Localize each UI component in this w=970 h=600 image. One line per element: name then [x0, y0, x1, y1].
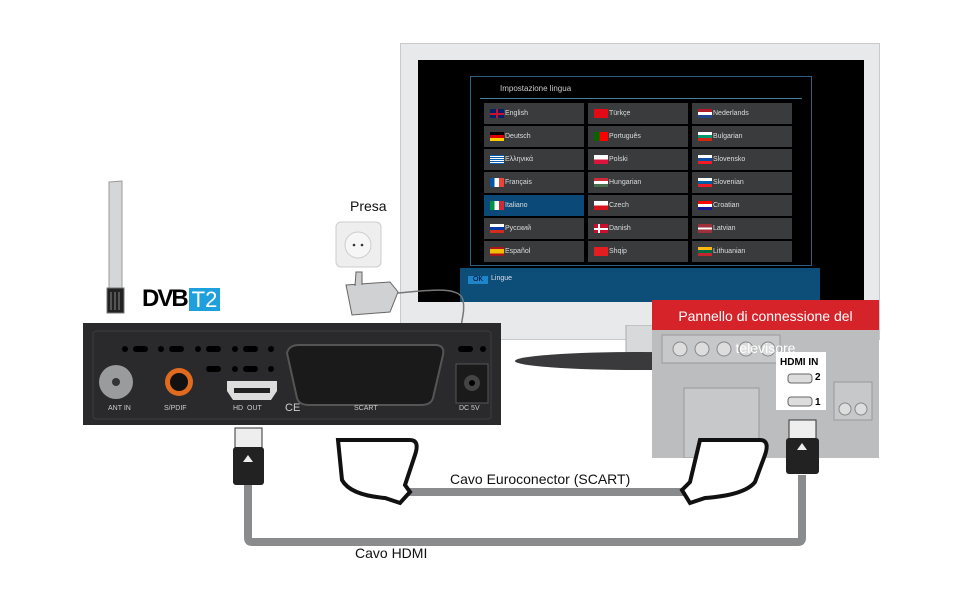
language-option[interactable]: Latvian [692, 218, 792, 239]
language-option[interactable]: Bulgarian [692, 126, 792, 147]
language-option[interactable]: Русский [484, 218, 584, 239]
flag-bg-icon [698, 132, 712, 141]
flag-lt-icon [698, 247, 712, 256]
language-label: Türkçe [609, 110, 631, 117]
flag-cz-icon [594, 201, 608, 210]
flag-it-icon [490, 201, 504, 210]
ce-mark: CE [285, 402, 301, 414]
scart-port [285, 344, 445, 406]
port-label-ant-in: ANT IN [108, 405, 131, 412]
language-option[interactable]: English [484, 103, 584, 124]
hdmi-in-1-port [787, 396, 813, 407]
language-label: English [505, 110, 528, 117]
flag-hr-icon [698, 201, 712, 210]
hdmi-cable [244, 475, 806, 546]
flag-hu-icon [594, 178, 608, 187]
receiver-ports [92, 330, 492, 420]
port-label-dc: DC 5V [459, 405, 480, 412]
language-label: Lithuanian [713, 248, 746, 255]
language-label: Polski [609, 156, 628, 163]
language-option[interactable]: Czech [588, 195, 688, 216]
flag-si-icon [698, 178, 712, 187]
hdmi-plug-right [788, 419, 817, 441]
hdmi-in-2-port [787, 373, 813, 384]
flag-de-icon [490, 132, 504, 141]
language-option[interactable]: Türkçe [588, 103, 688, 124]
language-label: Русский [505, 225, 531, 232]
hdmi-in-label: HDMI IN [780, 357, 819, 368]
language-option[interactable]: Italiano [484, 195, 584, 216]
flag-es-icon [490, 247, 504, 256]
ok-key: OK [468, 276, 488, 284]
language-option[interactable]: Français [484, 172, 584, 193]
language-label: Español [505, 248, 531, 255]
language-label: Czech [609, 202, 629, 209]
language-label: Français [505, 179, 532, 186]
socket-label: Presa [350, 198, 387, 214]
language-option[interactable]: Hungarian [588, 172, 688, 193]
language-label: Slovenian [713, 179, 744, 186]
language-option[interactable]: Slovenian [692, 172, 792, 193]
dvb-t2-logo: DVB T2 [142, 285, 221, 312]
language-option[interactable]: Lithuanian [692, 241, 792, 262]
menu-divider [480, 98, 802, 99]
flag-gr-icon [490, 155, 504, 164]
flag-tr-icon [594, 109, 608, 118]
ok-label: Lingue [491, 275, 513, 282]
flag-fr-icon [490, 178, 504, 187]
language-label: Italiano [505, 202, 528, 209]
flag-pl-icon [594, 155, 608, 164]
port-label-scart: SCART [354, 405, 378, 412]
language-option[interactable]: Slovensko [692, 149, 792, 170]
menu-footer [460, 268, 820, 302]
language-option[interactable]: Polski [588, 149, 688, 170]
language-option[interactable]: Português [588, 126, 688, 147]
hdmi-port-1-label: 1 [815, 397, 821, 408]
port-label-hd-out: HD OUT [233, 405, 262, 412]
port-label-spdif: S/PDIF [164, 405, 187, 412]
language-label: Português [609, 133, 641, 140]
hdmi-cable-label: Cavo HDMI [355, 545, 428, 561]
language-label: Hungarian [609, 179, 642, 186]
language-label: Shqip [609, 248, 627, 255]
hdmi-plug-left [234, 427, 263, 449]
dvb-logo-text: DVB [142, 285, 189, 312]
flag-uk-icon [490, 109, 504, 118]
language-option[interactable]: Danish [588, 218, 688, 239]
language-label: Latvian [713, 225, 736, 232]
flag-lv-icon [698, 224, 712, 233]
language-label: Deutsch [505, 133, 531, 140]
flag-dk-icon [594, 224, 608, 233]
language-label: Croatian [713, 202, 740, 209]
scart-plug-right [679, 438, 769, 506]
flag-pt-icon [594, 132, 608, 141]
hdmi-port-2-label: 2 [815, 372, 821, 383]
flag-al-icon [594, 247, 608, 256]
language-option[interactable]: Ελληνικά [484, 149, 584, 170]
scart-cable-label: Cavo Euroconector (SCART) [450, 471, 631, 487]
language-label: Slovensko [713, 156, 746, 163]
language-option[interactable]: Shqip [588, 241, 688, 262]
language-label: Nederlands [713, 110, 749, 117]
scart-plug-left [335, 438, 419, 506]
language-option[interactable]: Deutsch [484, 126, 584, 147]
language-option[interactable]: Croatian [692, 195, 792, 216]
language-label: Bulgarian [713, 133, 743, 140]
menu-title: Impostazione lingua [500, 84, 572, 93]
language-menu [470, 76, 812, 266]
antenna-icon [106, 180, 125, 314]
language-label: Ελληνικά [505, 156, 534, 163]
language-option[interactable]: Español [484, 241, 584, 262]
language-label: Danish [609, 225, 631, 232]
language-option[interactable]: Nederlands [692, 103, 792, 124]
tv-panel-title: Pannello di connessione del televisore [652, 300, 879, 356]
t2-logo-text: T2 [188, 287, 221, 311]
flag-sk-icon [698, 155, 712, 164]
flag-ru-icon [490, 224, 504, 233]
flag-nl-icon [698, 109, 712, 118]
power-adapter [335, 221, 465, 366]
